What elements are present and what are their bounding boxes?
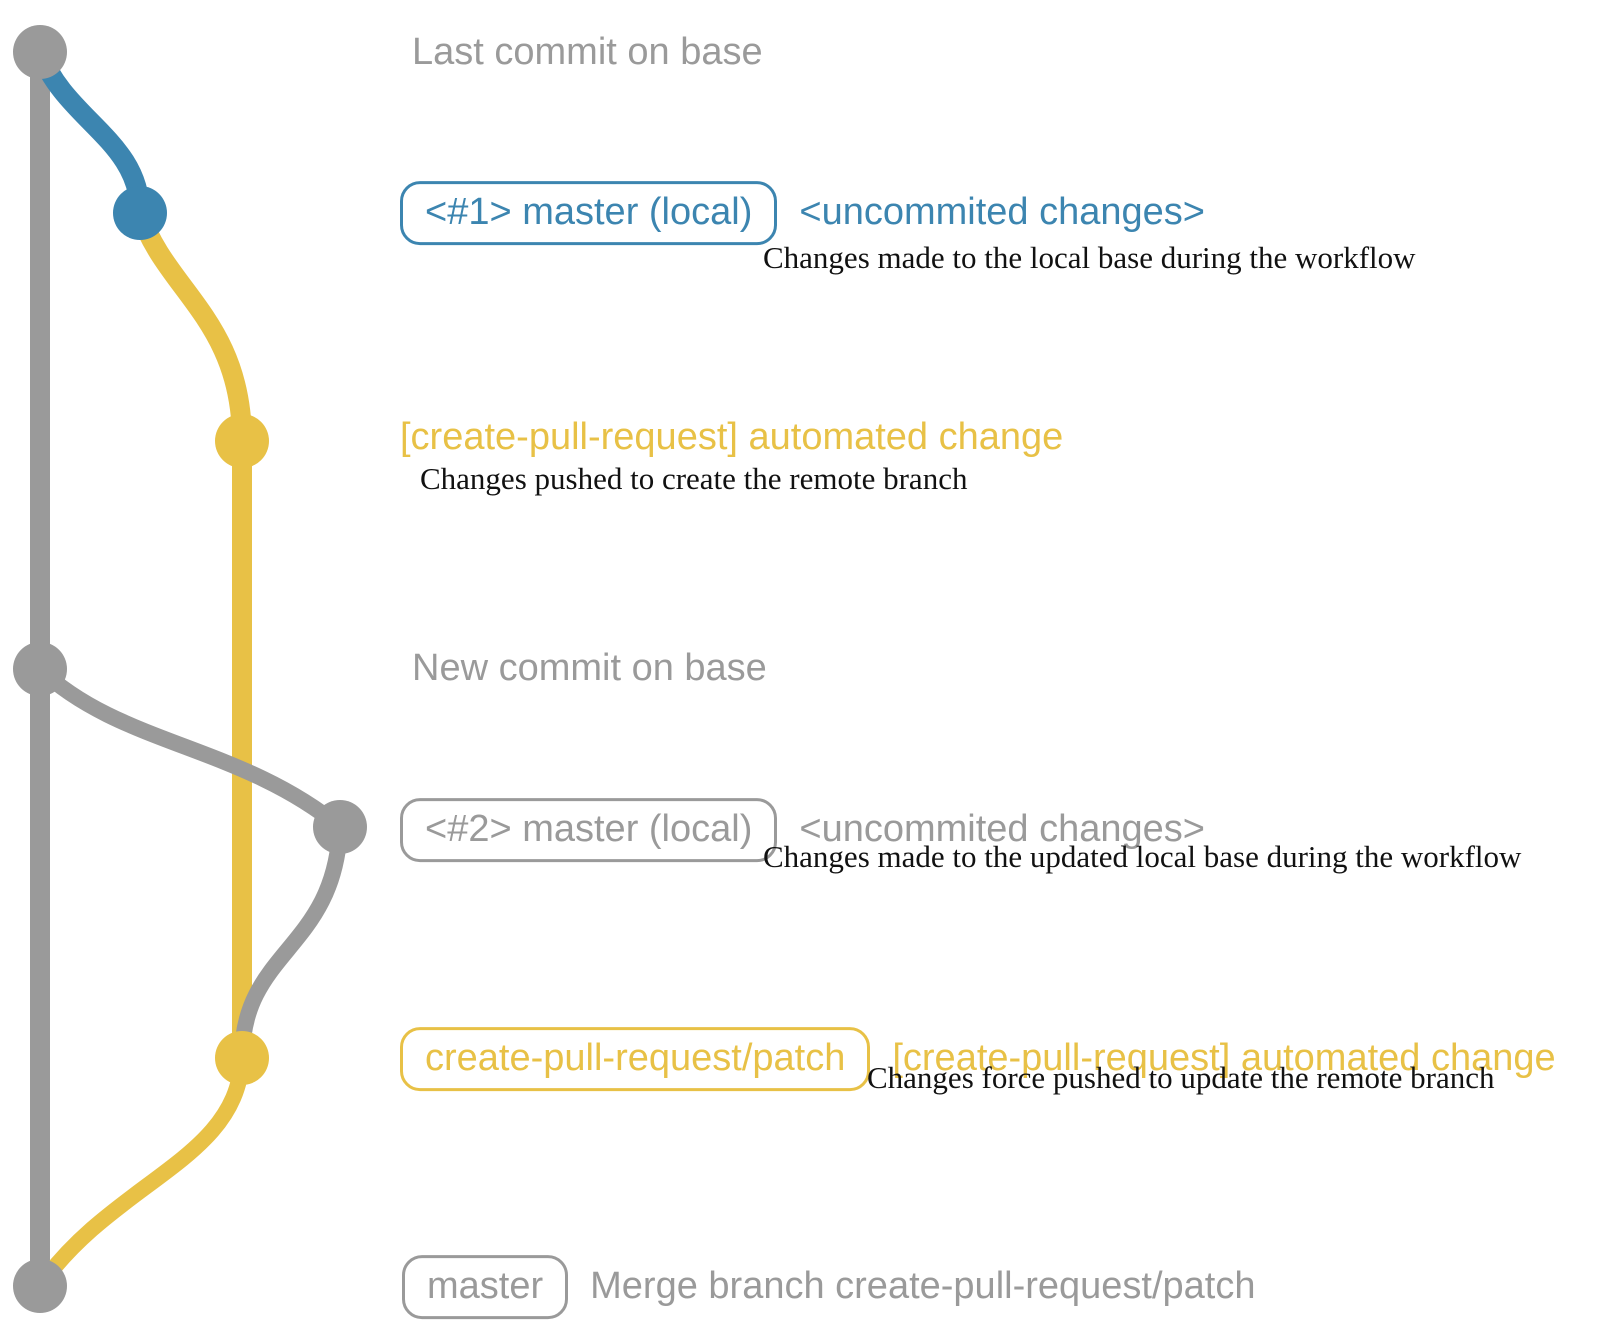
commit-row-force-push: create-pull-request/patch [create-pull-r… <box>400 1027 1556 1091</box>
commit-description: Changes made to the updated local base d… <box>763 839 1522 874</box>
base-to-local2-curve <box>34 663 346 834</box>
commit-dot-remote-push <box>215 414 269 468</box>
commit-dot-force-push <box>215 1031 269 1085</box>
commit-row-last-base: Last commit on base <box>412 31 763 75</box>
commit-description: Changes force pushed to update the remot… <box>867 1060 1495 1095</box>
branch-tag-master-local-2: <#2> master (local) <box>400 798 778 862</box>
commit-description: Changes made to the local base during th… <box>763 240 1416 275</box>
branch-tag-master-local-1: <#1> master (local) <box>400 181 778 245</box>
commit-message: New commit on base <box>412 647 767 690</box>
merge-patch-into-base-curve <box>33 1057 250 1291</box>
commit-message: [create-pull-request] automated change <box>892 1037 1556 1080</box>
commit-row-merge: master Merge branch create-pull-request/… <box>402 1255 1256 1319</box>
commit-row-remote-push: [create-pull-request] automated change <box>400 416 1063 460</box>
commit-message: <uncommited changes> <box>799 191 1205 234</box>
branch-tag-master: master <box>402 1255 569 1319</box>
commit-row-local2: <#2> master (local) <uncommited changes> <box>400 798 1205 862</box>
commit-message: <uncommited changes> <box>799 808 1205 851</box>
commit-row-new-base: New commit on base <box>412 647 767 691</box>
commit-dot-local1 <box>113 186 167 240</box>
commit-dot-last-base <box>13 25 67 79</box>
local2-to-remote-curve <box>234 826 348 1059</box>
commit-message: Last commit on base <box>412 31 763 74</box>
branch-tag-create-pull-request-patch: create-pull-request/patch <box>400 1027 871 1091</box>
commit-message: Merge branch create-pull-request/patch <box>590 1265 1256 1308</box>
commit-description: Changes pushed to create the remote bran… <box>420 461 968 496</box>
commit-dot-new-base <box>13 642 67 696</box>
commit-dot-merge <box>13 1259 67 1313</box>
commit-message: [create-pull-request] automated change <box>400 416 1064 459</box>
commit-dot-local2 <box>313 800 367 854</box>
local1-to-remote-curve <box>130 209 252 442</box>
commit-row-local1: <#1> master (local) <uncommited changes> <box>400 181 1205 245</box>
base-to-local1-curve <box>30 48 150 214</box>
